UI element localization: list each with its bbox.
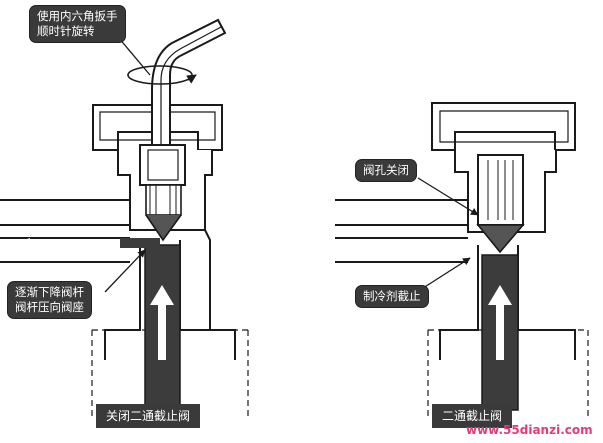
leader-line-top — [117, 36, 151, 76]
leader-line-bottom — [104, 249, 146, 293]
callout-orifice-closed: 阀孔关闭 — [356, 160, 416, 181]
caption-left-text: 关闭二通截止阀 — [106, 409, 191, 423]
leader-line-orifice — [417, 177, 479, 216]
callout-hex-wrench: 使用内六角扳手 顺时针旋转 — [30, 6, 125, 42]
caption-right: 二通截止阀 — [432, 404, 513, 428]
right-flow-channel — [481, 254, 519, 411]
callout-lower-stem-line1: 逐渐下降阀杆 — [15, 285, 84, 299]
callout-refrigerant-cutoff-text: 制冷剂截止 — [363, 289, 421, 303]
callout-refrigerant-cutoff: 制冷剂截止 — [356, 286, 428, 307]
caption-right-text: 二通截止阀 — [442, 409, 503, 423]
right-valve-body — [335, 102, 589, 420]
watermark: www.55dianzi.com — [466, 423, 593, 437]
right-valve-stem — [476, 154, 525, 254]
caption-left: 关闭二通截止阀 — [96, 404, 201, 428]
left-valve-body — [0, 104, 249, 420]
callout-lower-stem: 逐渐下降阀杆 阀杆压向阀座 — [8, 282, 91, 318]
left-valve-stem — [139, 144, 186, 242]
callout-hex-wrench-line1: 使用内六角扳手 — [37, 9, 118, 23]
watermark-text: www.55dianzi.com — [466, 423, 593, 437]
callout-lower-stem-line2: 阀杆压向阀座 — [15, 300, 84, 314]
callout-hex-wrench-line2: 顺时针旋转 — [37, 24, 95, 38]
left-flow-channel — [18, 238, 181, 411]
callout-orifice-closed-text: 阀孔关闭 — [363, 163, 409, 177]
allen-key — [127, 18, 227, 171]
leader-line-refrigerant — [419, 257, 471, 291]
